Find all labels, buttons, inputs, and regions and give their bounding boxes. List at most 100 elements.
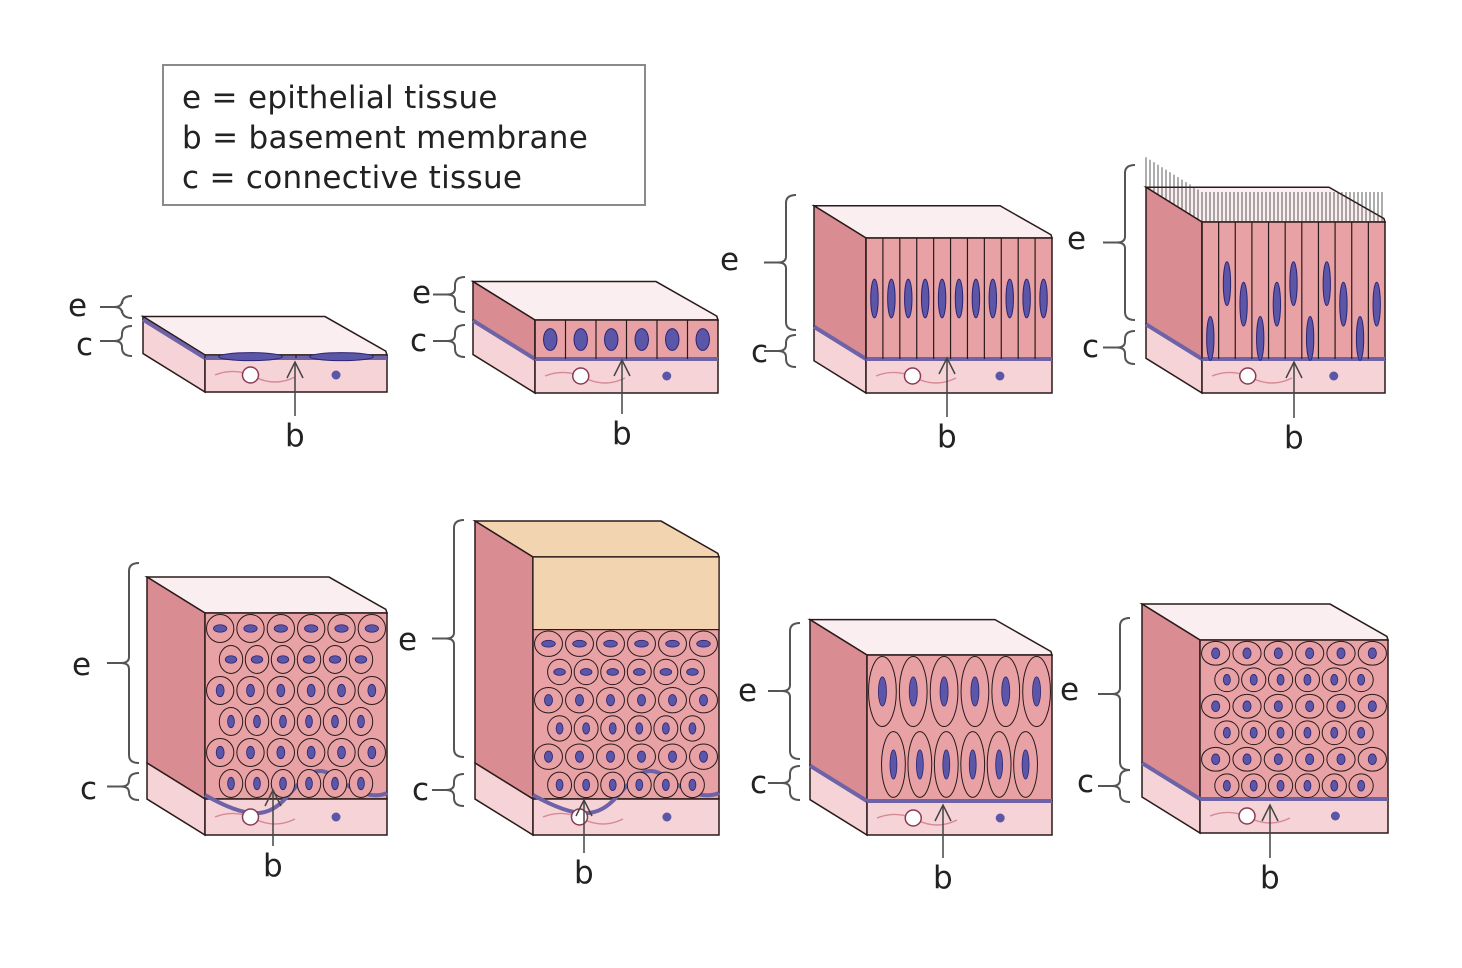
front-connective xyxy=(534,358,719,394)
nucleus xyxy=(367,745,377,760)
connective-brace xyxy=(1116,330,1136,365)
nucleus xyxy=(543,328,558,351)
nucleus xyxy=(665,639,680,648)
nucleus xyxy=(1289,261,1298,307)
capillary xyxy=(241,808,260,826)
front-epithelium xyxy=(204,612,388,800)
nucleus xyxy=(1367,753,1377,765)
nucleus xyxy=(304,624,319,633)
arrow-head-icon xyxy=(1285,360,1303,379)
label-e: e xyxy=(412,275,431,311)
nucleus xyxy=(1357,780,1366,792)
label-c: c xyxy=(410,323,427,359)
nucleus xyxy=(541,639,556,648)
connective-cell-nucleus xyxy=(662,371,672,381)
panel-stratified-squamous-nonkeratinized: ecb xyxy=(72,562,389,884)
nucleus xyxy=(988,278,998,319)
nucleus xyxy=(1357,674,1366,686)
nucleus xyxy=(337,745,346,760)
basement-membrane-side xyxy=(812,325,868,361)
nucleus xyxy=(1305,753,1315,765)
arrow-head-icon xyxy=(286,360,304,379)
nucleus xyxy=(1242,753,1252,765)
capillary xyxy=(1238,807,1256,825)
legend-box: e = epithelial tissue b = basement membr… xyxy=(162,64,646,206)
nucleus xyxy=(1339,281,1348,327)
label-e: e xyxy=(1060,672,1079,708)
nucleus xyxy=(302,655,316,664)
basement-membrane-side xyxy=(808,763,869,803)
capillary xyxy=(241,366,260,384)
nucleus xyxy=(937,278,947,319)
epithelial-brace xyxy=(113,295,133,319)
arrow-head-icon xyxy=(934,803,952,822)
nucleus xyxy=(357,776,365,791)
label-b: b xyxy=(612,416,632,452)
nucleus xyxy=(688,722,697,735)
label-b: b xyxy=(285,418,305,454)
nucleus xyxy=(575,694,584,707)
nucleus xyxy=(227,714,235,729)
nucleus xyxy=(218,352,283,362)
nucleus xyxy=(331,714,339,729)
nucleus xyxy=(334,624,349,633)
nucleus xyxy=(908,676,918,707)
arrow-head-icon xyxy=(264,788,282,807)
label-b: b xyxy=(933,860,953,896)
nucleus xyxy=(995,749,1003,780)
nucleus xyxy=(1032,676,1041,707)
label-c: c xyxy=(412,772,429,808)
connective-cell-nucleus xyxy=(331,370,341,380)
nucleus xyxy=(1330,674,1339,686)
nucleus xyxy=(1305,700,1315,712)
nucleus xyxy=(1211,647,1221,659)
nucleus xyxy=(1357,727,1366,739)
label-b: b xyxy=(937,419,957,455)
panel-transitional: e c b xyxy=(1060,602,1390,896)
connective-brace xyxy=(113,325,133,357)
nucleus xyxy=(367,683,377,698)
epithelial-brace xyxy=(777,194,797,331)
nucleus xyxy=(279,776,287,791)
label-b: b xyxy=(1284,420,1304,456)
nucleus xyxy=(1211,753,1221,765)
nucleus xyxy=(306,745,316,760)
nucleus xyxy=(276,655,290,664)
epithelial-brace xyxy=(781,622,801,760)
connective-brace xyxy=(777,334,797,368)
nucleus xyxy=(246,745,255,760)
legend-epithelial: e = epithelial tissue xyxy=(182,80,498,116)
nucleus xyxy=(253,714,261,729)
nucleus xyxy=(904,278,913,319)
nucleus xyxy=(1276,727,1285,739)
nucleus xyxy=(686,668,699,676)
label-e: e xyxy=(720,242,739,278)
nucleus xyxy=(273,624,288,633)
epithelial-brace xyxy=(445,519,465,758)
nucleus xyxy=(603,639,618,648)
nucleus xyxy=(1211,700,1221,712)
nucleus xyxy=(1367,700,1377,712)
nucleus xyxy=(699,750,708,763)
panel-stratified-squamous-keratinized: ecb xyxy=(398,519,721,891)
nucleus xyxy=(688,778,697,791)
nucleus xyxy=(635,722,644,735)
nucleus xyxy=(309,352,374,362)
connective-brace xyxy=(120,772,140,801)
nucleus xyxy=(1273,753,1283,765)
connective-cell-nucleus xyxy=(995,371,1005,381)
nucleus xyxy=(582,722,590,735)
label-b: b xyxy=(574,855,594,891)
basement-membrane-side xyxy=(471,318,537,361)
nucleus xyxy=(357,714,365,729)
nucleus xyxy=(224,655,238,664)
nucleus xyxy=(954,278,964,319)
nucleus xyxy=(250,655,264,664)
label-c: c xyxy=(1077,764,1094,800)
connective-cell-nucleus xyxy=(1330,811,1340,821)
label-e: e xyxy=(68,288,87,324)
nucleus xyxy=(253,776,261,791)
label-b: b xyxy=(1260,860,1280,896)
nucleus xyxy=(354,655,368,664)
label-c: c xyxy=(750,765,767,801)
